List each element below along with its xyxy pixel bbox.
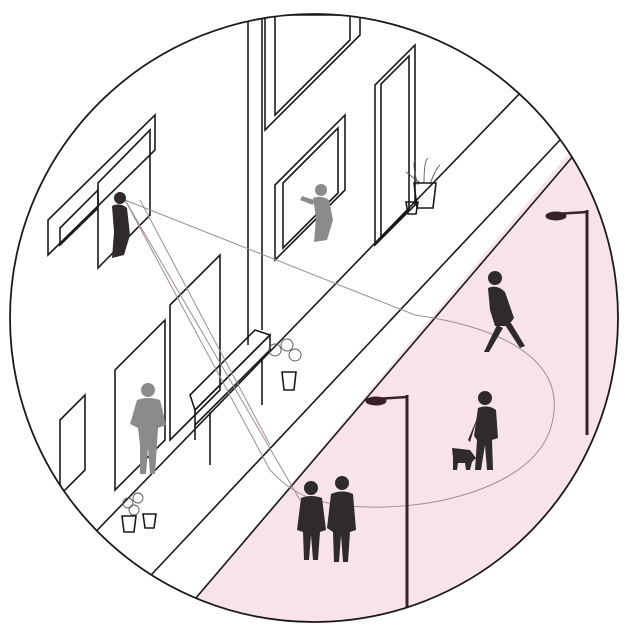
window-upper-center bbox=[265, 10, 360, 130]
person-at-window-left bbox=[112, 192, 130, 258]
window-upper-left bbox=[48, 115, 155, 268]
person-at-window-center bbox=[300, 184, 333, 242]
window-right bbox=[375, 45, 415, 245]
window-center bbox=[275, 115, 345, 260]
person-in-doorway bbox=[130, 383, 166, 474]
bench-icon bbox=[190, 330, 270, 465]
